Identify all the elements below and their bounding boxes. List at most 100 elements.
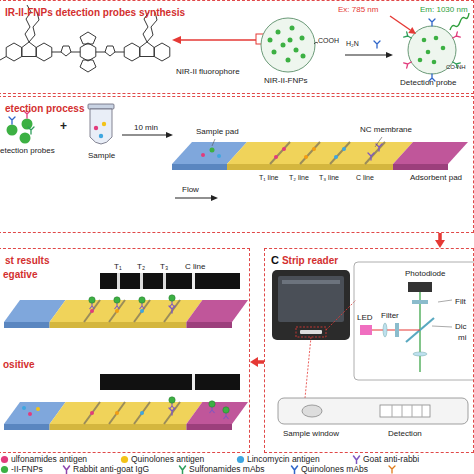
annotation-label: Flow: [182, 186, 199, 194]
annotation-label: Sample window: [283, 430, 339, 438]
sample-tube: [94, 126, 98, 130]
nanoparticle: [281, 43, 286, 48]
reader-device: [326, 300, 356, 330]
test-strip: [312, 147, 316, 151]
positive-strip: [169, 397, 175, 409]
optical-schematic: [354, 262, 474, 380]
optical-schematic: [438, 300, 452, 302]
legend-text: Quinolones mAbs: [301, 465, 368, 474]
legend-text: Sulfonamides mAbs: [189, 465, 265, 474]
test-strip: [393, 164, 448, 170]
nanoparticle: [272, 50, 277, 55]
probe-cluster: [22, 119, 33, 130]
test-strip: [217, 154, 221, 158]
synthesis-arrow: [172, 36, 181, 44]
legend-item: Sulfonamides mAbs: [178, 465, 265, 474]
probe-cluster: [7, 125, 18, 136]
section-panel: CStrip reader: [264, 248, 474, 453]
excitation-arrow: [390, 16, 416, 34]
sample-tube: [102, 122, 106, 126]
sample-tube: [90, 109, 112, 144]
negative-strip: [4, 295, 248, 328]
annotation-label: C line: [185, 263, 205, 271]
annotation-label: etection probes: [0, 147, 55, 155]
detection-probe: [432, 60, 437, 65]
positive-strip: [4, 397, 248, 430]
positive-strip: [140, 411, 144, 415]
positive-strip: [28, 412, 32, 416]
legend-swatch: [120, 455, 129, 464]
arrow-head: [250, 357, 258, 367]
annotation-label: +: [60, 120, 67, 132]
negative-strip: [186, 300, 248, 322]
legend-swatch: [0, 455, 9, 464]
annotation-label: Photodiode: [405, 270, 445, 278]
legend-item: Quinolones mAbs: [290, 465, 368, 474]
nanoparticle: [268, 26, 306, 63]
incubation-arrow: [166, 132, 173, 138]
test-strip: [282, 147, 286, 151]
legend-swatch: [62, 465, 71, 474]
flow-arrow: [435, 233, 445, 248]
fluorophore-structure: [154, 43, 170, 61]
annotation-label: Filter: [381, 312, 399, 320]
annotation-label: mi: [458, 334, 466, 342]
optical-schematic: [413, 352, 427, 356]
strip-cassette: [380, 405, 430, 417]
flow-arrow: [211, 195, 218, 201]
test-strip: [393, 142, 468, 164]
test-strip: [365, 142, 385, 164]
annotation-label: Detection probe: [400, 79, 456, 87]
legend-item: ulfonamides antigen: [0, 455, 87, 464]
positive-strip: [84, 402, 180, 424]
test-strip: [270, 142, 385, 164]
positive-strip: [22, 406, 26, 410]
emission-wave: [450, 13, 469, 30]
arrow-head: [435, 240, 445, 248]
strip-cassette: [278, 398, 468, 424]
test-strip: [300, 142, 320, 164]
annotation-label: LED: [357, 314, 373, 322]
legend-swatch: [178, 465, 187, 474]
conjugation-arrow: [374, 41, 380, 48]
test-strip: [330, 142, 350, 164]
incubation-arrow: [122, 134, 166, 135]
negative-strip-photo: [140, 273, 143, 289]
fluorophore-structure: [61, 46, 71, 56]
annotation-label: Ex: 785 nm: [338, 6, 378, 14]
nanoparticle: [300, 36, 305, 41]
legend-dot: [237, 456, 244, 463]
negative-strip: [90, 309, 94, 313]
positive-strip: [186, 402, 248, 424]
reader-device: [272, 270, 350, 340]
annotation-label: NIR-II fluorophore: [176, 68, 240, 76]
negative-strip: [115, 309, 119, 313]
strip-cassette: [302, 405, 322, 417]
legend-text: Lincomycin antigen: [247, 455, 320, 464]
test-strip: [368, 153, 374, 160]
annotation-label: CO-NH: [446, 64, 466, 70]
negative-strip: [50, 300, 203, 322]
legend-item: -II-FNPs: [0, 465, 43, 474]
annotation-label: ositive: [3, 360, 35, 370]
legend-text: Goat anti-rabbi: [363, 455, 419, 464]
fluorophore-structure: [36, 43, 52, 61]
flow-arrow: [250, 357, 264, 367]
positive-strip: [90, 411, 94, 415]
strip-cassette: [422, 405, 423, 417]
detection-probe: [418, 36, 446, 65]
legend-item: Lincomycin antigen: [236, 455, 320, 464]
detection-probe: [441, 46, 446, 51]
panel-title: Strip reader: [282, 255, 338, 266]
test-strip: [342, 147, 346, 151]
fluorophore-structure: [71, 52, 80, 53]
test-strip: [210, 148, 215, 153]
probe-cluster: [9, 117, 15, 124]
positive-strip: [223, 407, 229, 419]
legend-swatch: [352, 455, 361, 464]
annotation-label: C line: [356, 174, 374, 181]
annotation-label: H₂N: [346, 40, 359, 47]
annotation-label: Sample: [88, 152, 115, 160]
nanoparticle: [268, 38, 273, 43]
positive-strip-photo: [100, 374, 240, 390]
